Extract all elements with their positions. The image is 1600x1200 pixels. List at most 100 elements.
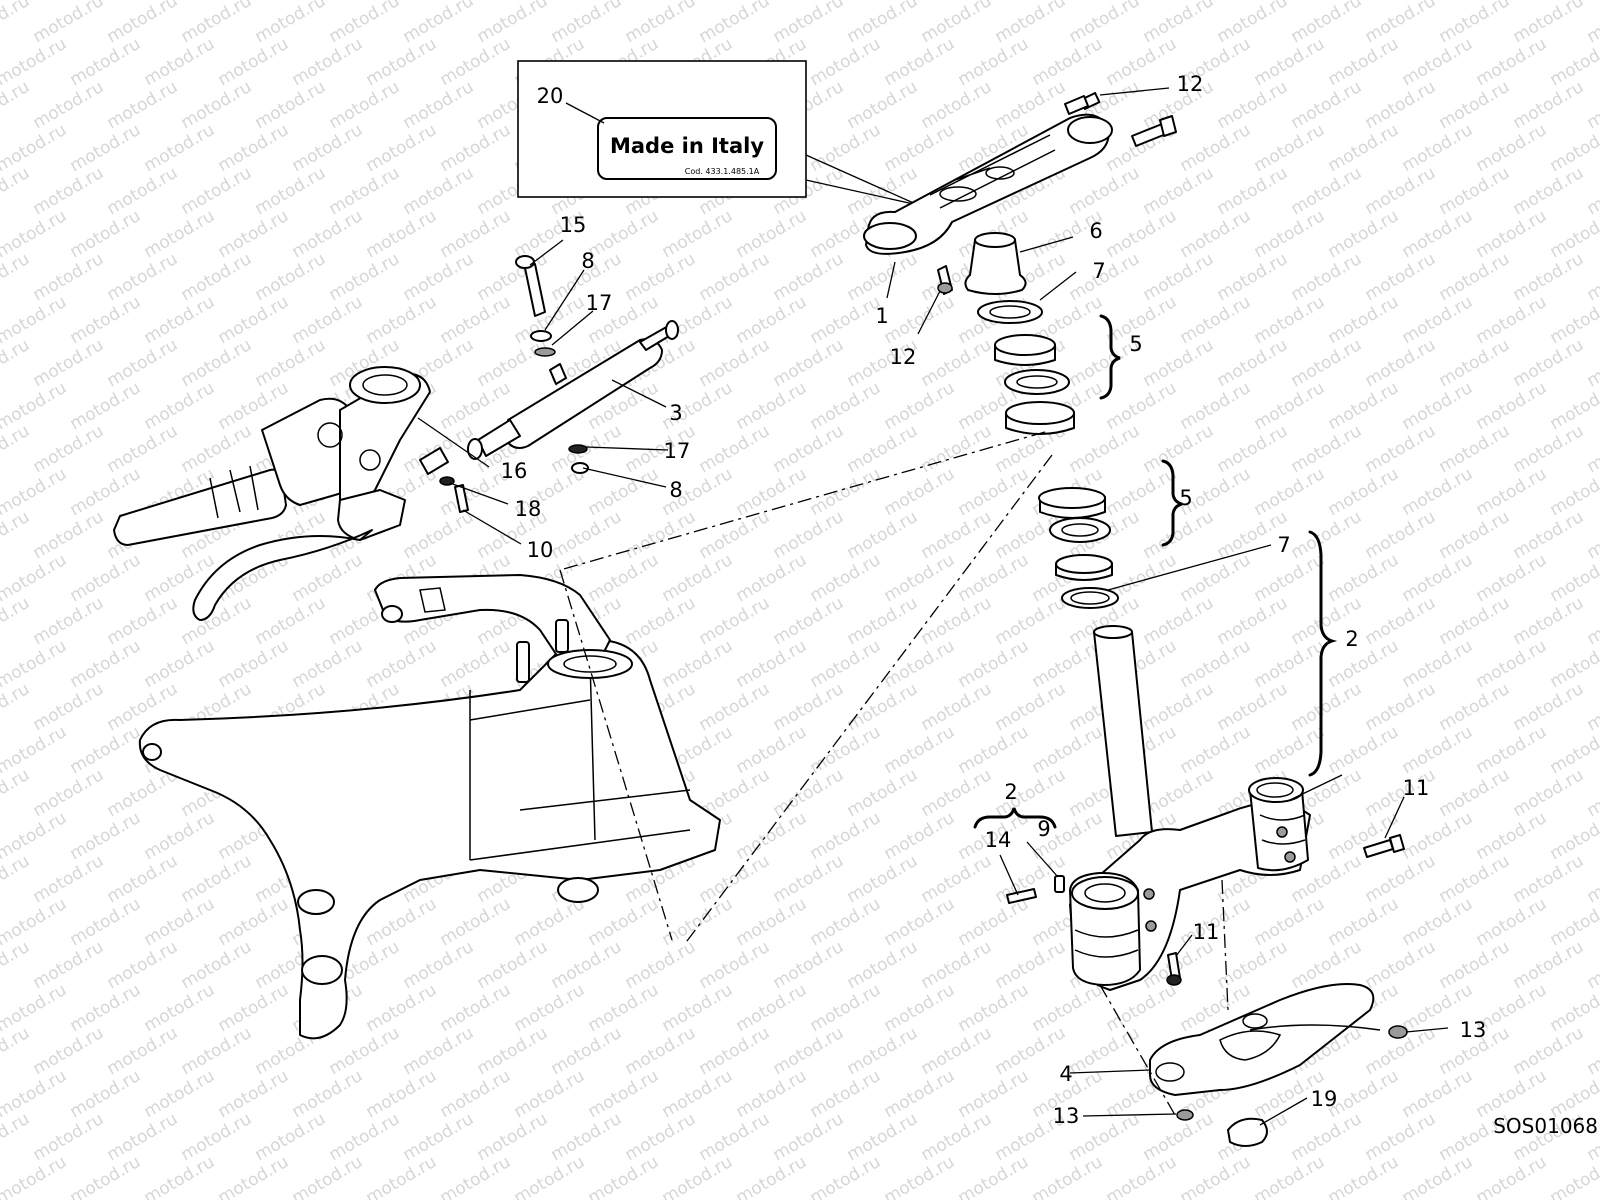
watermark-text: motod.ru xyxy=(1288,249,1366,305)
watermark-text: motod.ru xyxy=(215,292,293,348)
watermark-text: motod.ru xyxy=(474,0,552,47)
watermark-text: motod.ru xyxy=(326,1109,404,1165)
watermark-text: motod.ru xyxy=(178,1109,256,1165)
watermark-text: motod.ru xyxy=(955,34,1033,90)
watermark-text: motod.ru xyxy=(1288,679,1366,735)
watermark-text: motod.ru xyxy=(289,1152,367,1200)
watermark-text: motod.ru xyxy=(30,851,108,907)
watermark-text: motod.ru xyxy=(1510,249,1588,305)
watermark-text: motod.ru xyxy=(1510,335,1588,391)
watermark-text: motod.ru xyxy=(30,335,108,391)
watermark-text: motod.ru xyxy=(844,851,922,907)
watermark-text: motod.ru xyxy=(1140,335,1218,391)
lower-yoke-part-2 xyxy=(1069,625,1311,991)
watermark-text: motod.ru xyxy=(30,593,108,649)
watermark-text: motod.ru xyxy=(326,0,404,47)
watermark-text: motod.ru xyxy=(1584,851,1600,907)
watermark-text: motod.ru xyxy=(1510,421,1588,477)
watermark-text: motod.ru xyxy=(1103,34,1181,90)
watermark-text: motod.ru xyxy=(252,0,330,47)
watermark-text: motod.ru xyxy=(1362,507,1440,563)
watermark-text: motod.ru xyxy=(289,292,367,348)
callout-9: 9 xyxy=(1037,817,1050,841)
watermark-text: motod.ru xyxy=(141,120,219,176)
watermark-text: motod.ru xyxy=(1510,937,1588,993)
watermark-text: motod.ru xyxy=(363,980,441,1036)
watermark-text: motod.ru xyxy=(1510,507,1588,563)
callout-8-lower: 8 xyxy=(669,478,682,502)
watermark-text: motod.ru xyxy=(1473,894,1551,950)
watermark-text: motod.ru xyxy=(178,163,256,219)
watermark-text: motod.ru xyxy=(1214,593,1292,649)
watermark-text: motod.ru xyxy=(881,292,959,348)
watermark-text: motod.ru xyxy=(437,1066,515,1122)
made-in-italy-plate xyxy=(597,117,777,180)
watermark-text: motod.ru xyxy=(30,1023,108,1079)
watermark-text: motod.ru xyxy=(1473,636,1551,692)
watermark-text: motod.ru xyxy=(178,0,256,47)
watermark-text: motod.ru xyxy=(1177,378,1255,434)
watermark-text: motod.ru xyxy=(1584,163,1600,219)
plate-title: Made in Italy xyxy=(610,134,764,158)
watermark-text: motod.ru xyxy=(1029,980,1107,1036)
upper-bearing-stack xyxy=(964,232,1075,435)
watermark-text: motod.ru xyxy=(548,1109,626,1165)
watermark-text: motod.ru xyxy=(215,636,293,692)
watermark-text: motod.ru xyxy=(1399,292,1477,348)
callout-16: 16 xyxy=(501,459,528,483)
watermark-text: motod.ru xyxy=(1473,550,1551,606)
watermark-text: motod.ru xyxy=(1399,808,1477,864)
watermark-text: motod.ru xyxy=(1473,464,1551,520)
watermark-text: motod.ru xyxy=(252,1109,330,1165)
cap-part-19 xyxy=(1227,1117,1268,1147)
watermark-text: motod.ru xyxy=(1140,163,1218,219)
steering-damper-part-3 xyxy=(467,255,679,474)
watermark-text: motod.ru xyxy=(178,77,256,133)
watermark-text: motod.ru xyxy=(955,636,1033,692)
watermark-text: motod.ru xyxy=(881,378,959,434)
watermark-text: motod.ru xyxy=(844,77,922,133)
watermark-text: motod.ru xyxy=(104,851,182,907)
watermark-text: motod.ru xyxy=(1140,421,1218,477)
watermark-text: motod.ru xyxy=(881,34,959,90)
watermark-text: motod.ru xyxy=(807,1152,885,1200)
watermark-text: motod.ru xyxy=(104,249,182,305)
watermark-text: motod.ru xyxy=(215,120,293,176)
watermark-text: motod.ru xyxy=(1288,77,1366,133)
watermark-text: motod.ru xyxy=(67,722,145,778)
watermark-text: motod.ru xyxy=(696,421,774,477)
watermark-text: motod.ru xyxy=(1436,421,1514,477)
watermark-text: motod.ru xyxy=(67,1066,145,1122)
watermark-text: motod.ru xyxy=(770,249,848,305)
watermark-text: motod.ru xyxy=(955,464,1033,520)
watermark-text: motod.ru xyxy=(400,937,478,993)
callout-15: 15 xyxy=(560,213,587,237)
watermark-text: motod.ru xyxy=(1362,163,1440,219)
watermark-text: motod.ru xyxy=(363,206,441,262)
watermark-text: motod.ru xyxy=(511,1066,589,1122)
watermark-text: motod.ru xyxy=(0,292,70,348)
watermark-text: motod.ru xyxy=(1399,378,1477,434)
watermark-text: motod.ru xyxy=(1325,1152,1403,1200)
watermark-text: motod.ru xyxy=(141,292,219,348)
watermark-text: motod.ru xyxy=(807,550,885,606)
watermark-text: motod.ru xyxy=(289,120,367,176)
watermark-text: motod.ru xyxy=(1510,77,1588,133)
watermark-text: motod.ru xyxy=(400,249,478,305)
watermark-text: motod.ru xyxy=(1251,464,1329,520)
watermark-text: motod.ru xyxy=(1325,206,1403,262)
assembly-lines xyxy=(559,431,1229,1116)
watermark-text: motod.ru xyxy=(141,636,219,692)
watermark-text: motod.ru xyxy=(326,249,404,305)
watermark-text: motod.ru xyxy=(252,249,330,305)
watermark-text: motod.ru xyxy=(252,77,330,133)
watermark-text: motod.ru xyxy=(955,550,1033,606)
watermark-text: motod.ru xyxy=(400,77,478,133)
watermark-text: motod.ru xyxy=(622,249,700,305)
watermark-text: motod.ru xyxy=(1029,722,1107,778)
watermark-text: motod.ru xyxy=(1584,421,1600,477)
watermark-text: motod.ru xyxy=(141,378,219,434)
callout-13-right: 13 xyxy=(1460,1018,1487,1042)
watermark-text: motod.ru xyxy=(1214,421,1292,477)
watermark-text: motod.ru xyxy=(918,1023,996,1079)
